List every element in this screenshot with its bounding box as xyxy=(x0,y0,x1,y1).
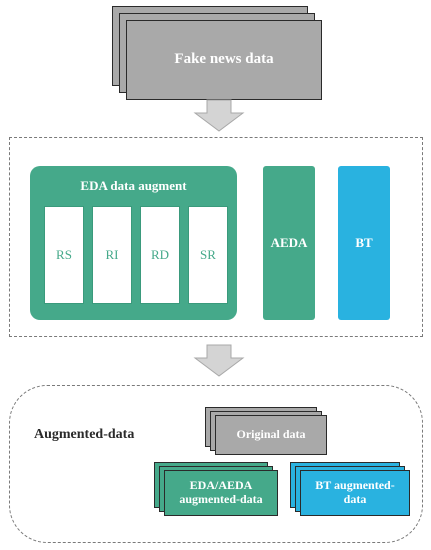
fake-news-data-node: Fake news data xyxy=(126,20,322,100)
augmentation-methods-container xyxy=(9,137,423,337)
bt-augmented-data-label: BT augmented-data xyxy=(315,478,395,506)
eda-data-augment-panel: EDA data augment RS RI RD SR xyxy=(30,166,237,320)
bt-augmented-data-stack: BT augmented-data xyxy=(290,462,414,518)
fake-news-data-label: Fake news data xyxy=(174,51,274,68)
original-data-label: Original data xyxy=(236,427,306,442)
aeda-method-node: AEDA xyxy=(263,166,315,320)
bt-method-node: BT xyxy=(338,166,390,320)
augmented-data-container xyxy=(9,385,423,543)
eda-op-ri: RI xyxy=(92,206,132,304)
eda-aeda-augmented-data-stack: EDA/AEDA augmented-data xyxy=(154,462,282,518)
eda-op-rd-label: RD xyxy=(150,247,170,262)
fake-news-data-stack: Fake news data xyxy=(112,6,324,102)
eda-op-rd: RD xyxy=(140,206,180,304)
eda-op-sr: SR xyxy=(188,206,228,304)
aeda-method-label: AEDA xyxy=(270,235,308,250)
eda-aeda-augmented-data-label: EDA/AEDA augmented-data xyxy=(179,478,263,506)
bt-augmented-data-node: BT augmented-data xyxy=(300,470,410,516)
eda-op-rs-label: RS xyxy=(56,247,72,262)
down-arrow-1 xyxy=(193,99,245,132)
eda-op-sr-label: SR xyxy=(200,247,216,262)
bt-method-label: BT xyxy=(355,235,373,250)
eda-op-rs: RS xyxy=(44,206,84,304)
down-arrow-2 xyxy=(193,344,245,377)
original-data-node: Original data xyxy=(215,415,327,455)
eda-panel-title: EDA data augment xyxy=(80,178,187,193)
eda-op-ri-label: RI xyxy=(105,247,119,262)
original-data-stack: Original data xyxy=(205,407,331,457)
augmented-data-title: Augmented-data xyxy=(34,427,135,442)
eda-aeda-augmented-data-node: EDA/AEDA augmented-data xyxy=(164,470,278,516)
